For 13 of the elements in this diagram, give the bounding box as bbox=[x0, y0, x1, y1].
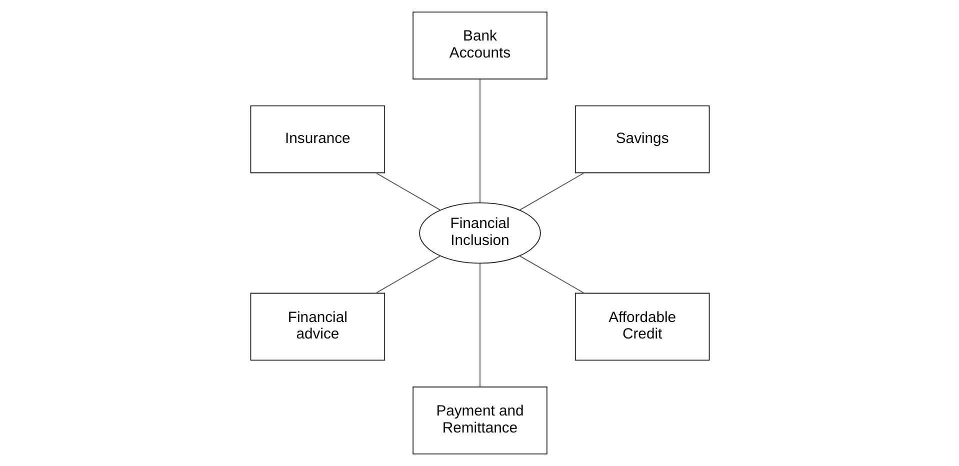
node-box: Savings bbox=[574, 105, 710, 174]
node-box: Bank Accounts bbox=[412, 12, 547, 80]
connector bbox=[518, 172, 584, 211]
node-ellipse: Financial Inclusion bbox=[418, 202, 540, 264]
node-box: Affordable Credit bbox=[574, 292, 710, 361]
connector bbox=[374, 172, 440, 211]
connector bbox=[374, 255, 440, 294]
connector bbox=[518, 255, 584, 294]
node-box: Insurance bbox=[250, 105, 385, 174]
connector bbox=[479, 78, 480, 203]
node-box: Financial advice bbox=[250, 292, 385, 361]
node-box: Payment and Remittance bbox=[412, 386, 547, 454]
connector bbox=[479, 263, 480, 388]
